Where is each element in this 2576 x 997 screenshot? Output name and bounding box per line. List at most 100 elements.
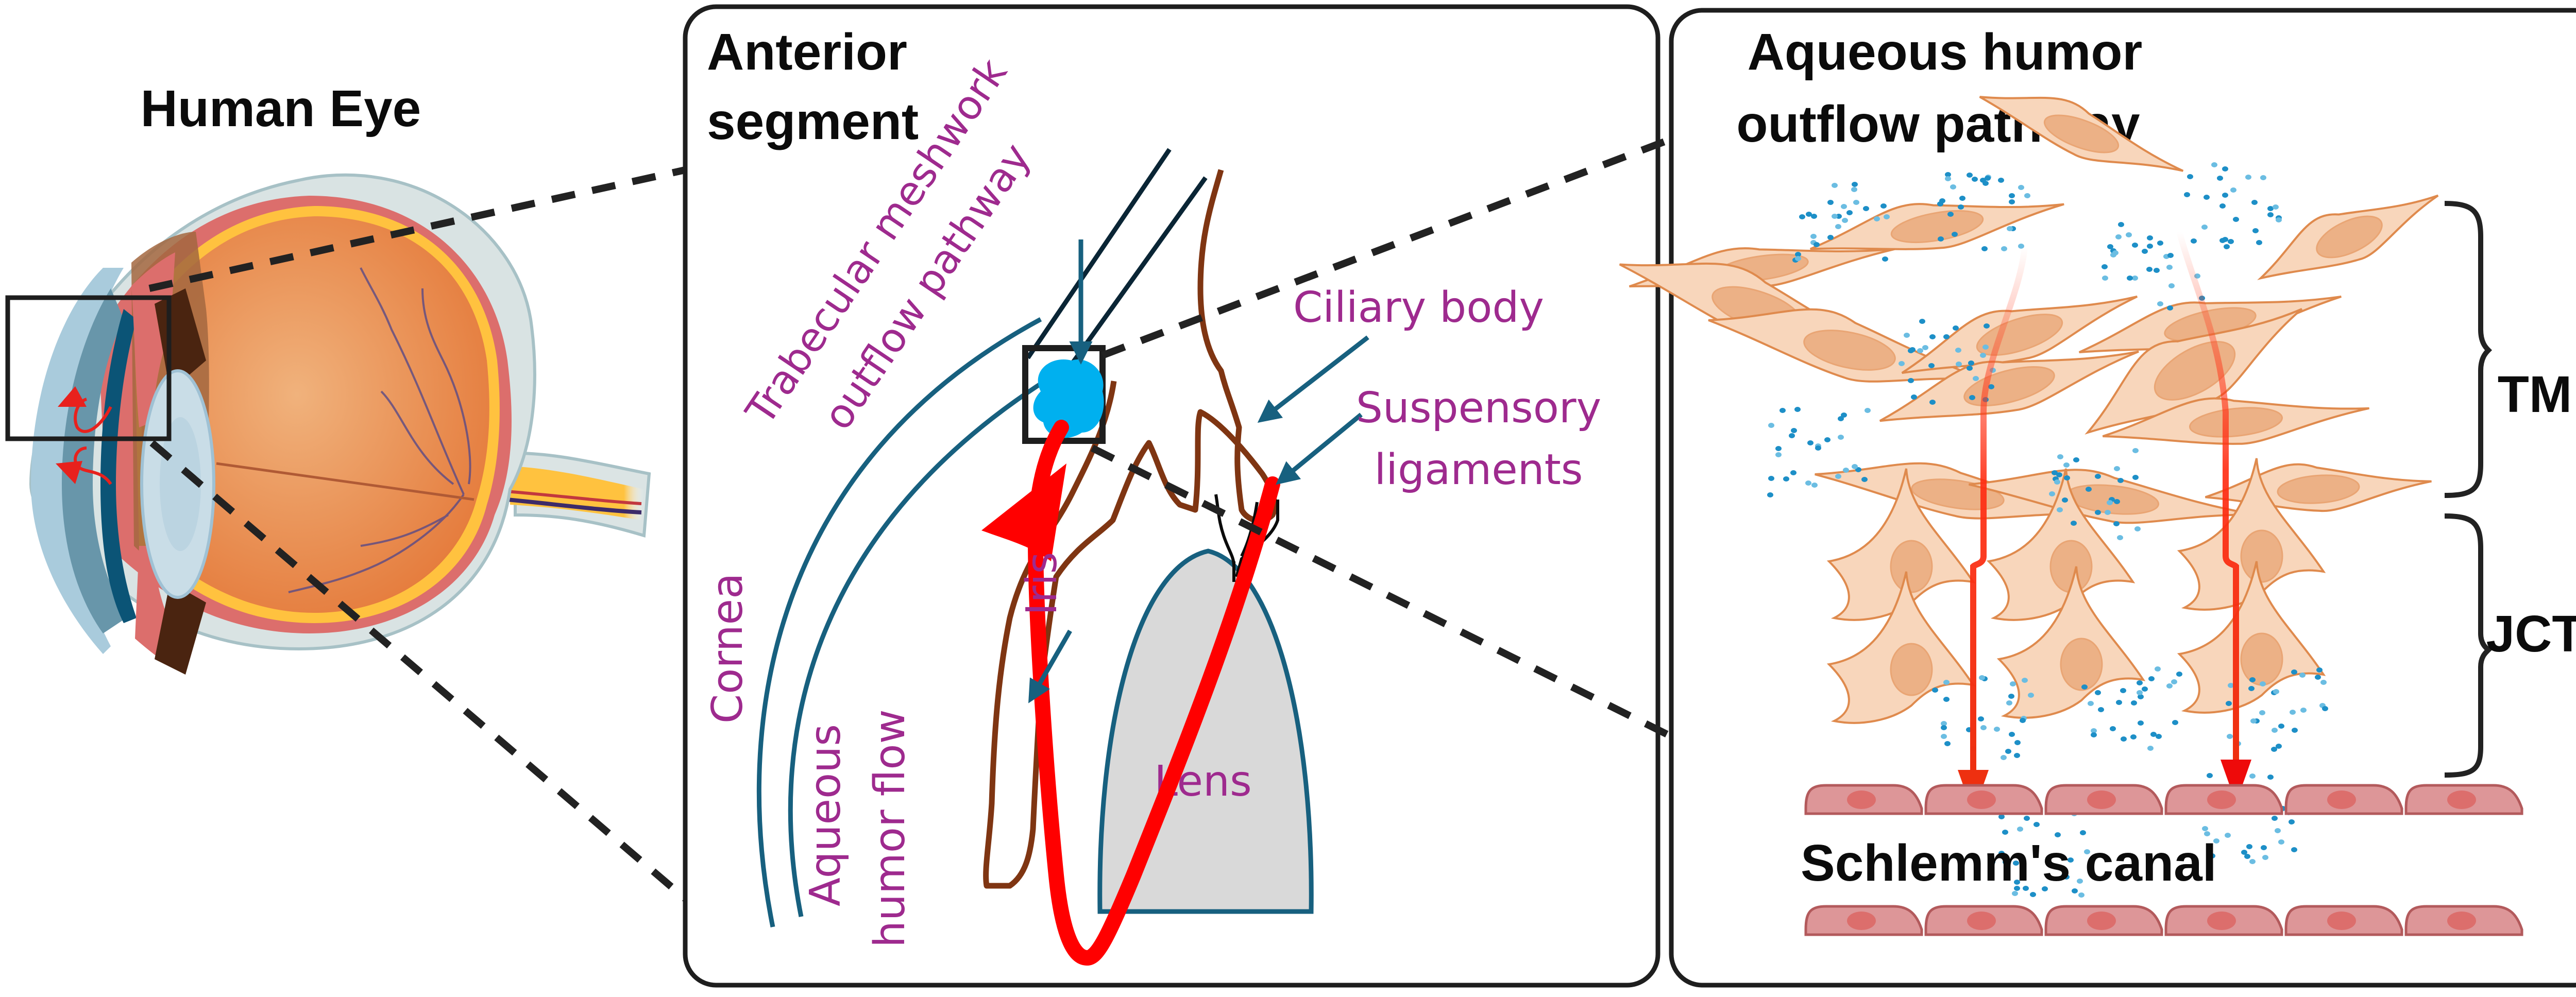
aqueous-particle xyxy=(2211,162,2217,167)
anterior-lens xyxy=(1097,548,1314,914)
iris-outline xyxy=(983,169,1278,889)
tm-cell xyxy=(1979,96,2184,172)
aqueous-particle xyxy=(2107,500,2113,505)
aqueous-particle xyxy=(1827,200,1834,205)
endothelial-cell xyxy=(2284,784,2403,815)
aqueous-particle xyxy=(2267,206,2274,211)
aqueous-particle xyxy=(1994,727,2000,732)
aqueous-particle xyxy=(2009,193,2015,198)
jct-cell xyxy=(2177,458,2326,611)
suspensory-pointer-arrow xyxy=(1276,412,1363,485)
aqueous-particle xyxy=(2086,487,2092,492)
aqueous-particle xyxy=(2272,816,2278,821)
aqueous-particle xyxy=(2022,678,2028,683)
aqueous-particle xyxy=(2024,816,2030,821)
aqueous-particle xyxy=(2249,677,2256,682)
aqueous-particle xyxy=(1911,394,1917,400)
aqueous-particle xyxy=(2112,250,2119,255)
aqueous-particle xyxy=(2142,686,2148,692)
aqueous-particle xyxy=(1775,446,1782,451)
aqueous-particle xyxy=(2095,690,2101,695)
aqueous-particle xyxy=(2030,892,2036,897)
trabecular-meshwork-blob xyxy=(1033,359,1104,438)
aqueous-particle xyxy=(1973,376,1979,381)
aqueous-particle xyxy=(2020,718,2026,723)
aqueous-particle xyxy=(2014,886,2020,891)
iris-label: Iris xyxy=(1018,552,1066,615)
tm-bracket xyxy=(2444,201,2493,498)
jct-bracket-label: JCT xyxy=(2486,605,2576,663)
aqueous-particle xyxy=(1882,256,1888,262)
aqueous-particle xyxy=(1967,173,1973,178)
aqueous-particle xyxy=(2259,710,2265,715)
anterior-chamber xyxy=(62,288,126,633)
aqueous-particle xyxy=(2117,478,2124,483)
aqueous-particle xyxy=(2064,475,2070,480)
endothelial-cell xyxy=(2404,784,2523,815)
aqueous-particle xyxy=(2204,831,2210,836)
aqueous-particle xyxy=(2073,457,2079,462)
aqueous-particle xyxy=(2013,861,2019,866)
endothelial-cell-nucleus xyxy=(2327,912,2356,930)
aqueous-particle xyxy=(1852,182,1858,187)
aqueous-particle xyxy=(2120,688,2126,693)
aqueous-particle xyxy=(1790,470,1797,475)
aqueous-particle xyxy=(2213,838,2219,844)
aqueous-particle xyxy=(1791,428,1797,433)
aqueous-particle xyxy=(1929,334,1936,339)
aqueous-particle xyxy=(2322,706,2328,711)
aqueous-particle xyxy=(2187,174,2193,179)
aqueous-particle xyxy=(1899,361,1905,366)
aqueous-particle xyxy=(2191,238,2197,244)
aqueous-particle xyxy=(2118,222,2124,227)
aqueous-particle xyxy=(2049,491,2055,496)
aqueous-particle xyxy=(1929,400,1936,405)
aqueous-particle xyxy=(1861,477,1868,482)
aqueous-particle xyxy=(2002,830,2008,835)
aqueous-particle xyxy=(2028,693,2034,698)
aqueous-particle xyxy=(2095,474,2101,479)
aqueous-particle xyxy=(2116,700,2122,705)
aqueous-particle xyxy=(2155,666,2161,672)
endothelial-cell-nucleus xyxy=(2207,790,2236,809)
aqueous-particle xyxy=(2137,690,2143,695)
aqueous-particle xyxy=(2010,681,2016,686)
connector-dash-bottom-1 xyxy=(149,440,688,902)
suspensory-label-line2: ligaments xyxy=(1374,445,1583,494)
eye-illustration xyxy=(29,173,651,675)
aqueous-flow-arrowhead xyxy=(981,463,1066,561)
aqueous-particle xyxy=(2055,832,2061,837)
outflow-arrow-right xyxy=(2176,231,2239,762)
jct-cell-nucleus xyxy=(2240,632,2283,686)
aqueous-particle xyxy=(1982,181,1989,186)
aqueous-particle xyxy=(2033,822,2040,827)
aqueous-particle xyxy=(2057,454,2063,459)
aqueous-particle xyxy=(1824,437,1831,442)
aqueous-particle xyxy=(2091,732,2097,737)
aqueous-particle xyxy=(2260,175,2266,180)
flow-arrow-upper-head xyxy=(58,386,87,407)
aqueous-particle xyxy=(2244,854,2250,859)
aqueous-particle xyxy=(2009,732,2015,737)
aqueous-particle xyxy=(1980,725,1987,730)
aqueous-particle xyxy=(2126,232,2132,237)
tm-cell-nucleus xyxy=(2189,407,2283,438)
aqueous-particle xyxy=(2261,845,2267,850)
aqueous-particle xyxy=(2130,734,2137,740)
aqueous-particle xyxy=(1981,246,1988,251)
aqueous-particle xyxy=(2052,470,2058,475)
aqueous-particle xyxy=(1919,319,1925,324)
aqueous-particle xyxy=(2003,860,2009,865)
endothelial-cell-nucleus xyxy=(1847,790,1876,809)
outflow-arrow-left xyxy=(1970,247,2028,772)
aqueous-particle xyxy=(2009,199,2015,204)
aqueous-particle xyxy=(2132,243,2138,248)
connector-dash-top-2 xyxy=(1101,135,1673,359)
aqueous-particle xyxy=(2121,736,2127,742)
endothelial-cell xyxy=(1924,905,2043,936)
aqueous-particle xyxy=(1811,483,1818,488)
juxtacanalicular-cells xyxy=(1826,458,2326,724)
aqueous-particle xyxy=(2249,773,2256,779)
human-eye-title: Human Eye xyxy=(141,80,421,137)
aqueous-particle xyxy=(2171,679,2177,684)
